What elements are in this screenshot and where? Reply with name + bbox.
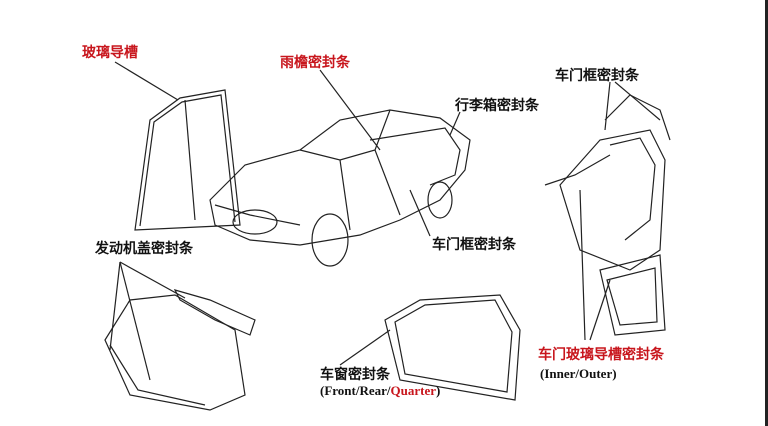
- window-seal-en-suffix: ): [436, 383, 441, 398]
- label-door-glass-run-en: (Inner/Outer): [540, 366, 617, 381]
- car-drawing: [209, 69, 471, 267]
- label-door-glass-run: 车门玻璃导槽密封条: [538, 347, 664, 363]
- window-seal-en-quarter: Quarter: [390, 383, 437, 398]
- right-edge-border: [765, 0, 768, 426]
- label-hood-seal: 发动机盖密封条: [95, 241, 193, 257]
- label-glass-run: 玻璃导槽: [82, 45, 138, 61]
- glass-run-drawing: [114, 61, 241, 231]
- label-drip-seal: 雨檐密封条: [280, 55, 350, 71]
- label-window-seal-en: (Front/Rear/Quarter): [320, 383, 440, 399]
- hood-drawing: [104, 261, 256, 411]
- label-window-seal: 车窗密封条: [320, 367, 390, 383]
- door-drawing: [544, 81, 671, 341]
- window-seal-en-prefix: (Front/Rear/: [320, 383, 391, 398]
- label-trunk-seal: 行李箱密封条: [455, 98, 539, 114]
- label-door-frame-seal-mid: 车门框密封条: [432, 237, 516, 253]
- windshield-drawing: [339, 294, 521, 401]
- label-door-frame-seal-top: 车门框密封条: [555, 68, 639, 84]
